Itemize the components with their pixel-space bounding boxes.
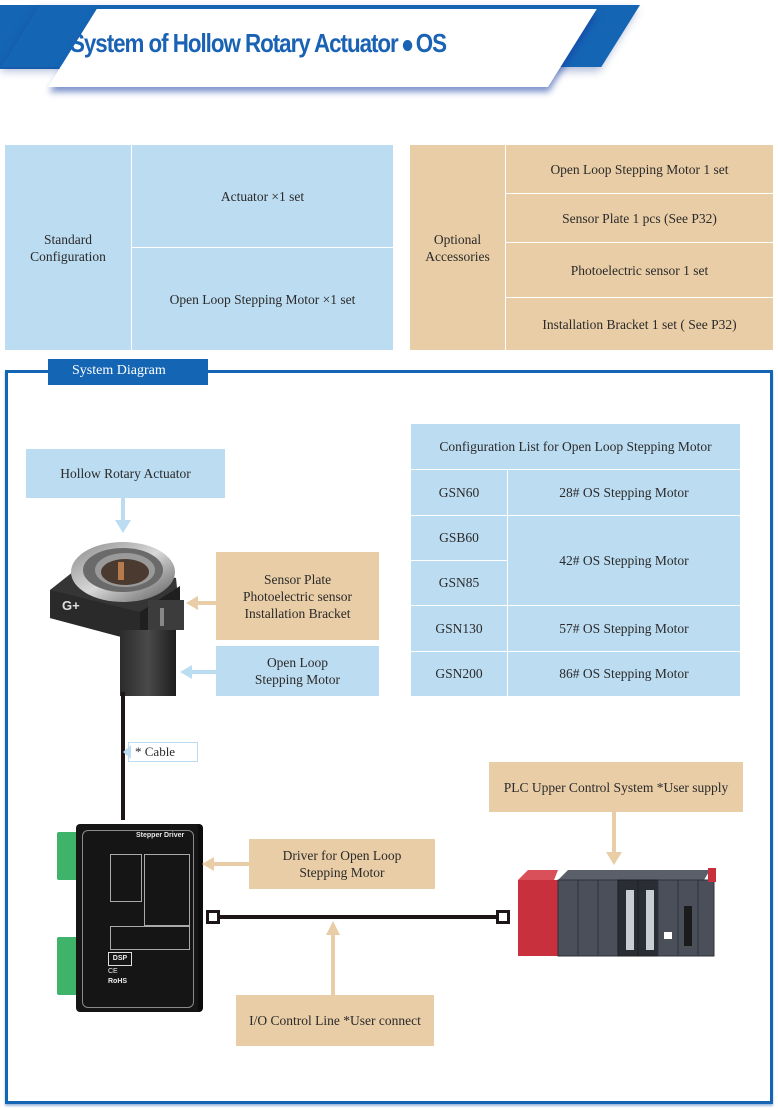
motor-config-model: GSB60 — [411, 516, 507, 560]
motor-config-motor: 86# OS Stepping Motor — [508, 652, 740, 696]
sensor-label-line: Photoelectric sensor — [242, 588, 353, 604]
motor-config-model: GSN60 — [411, 470, 507, 515]
optional-accessories-label: Optional Accessories — [410, 145, 505, 350]
motor-config-motor: 57# OS Stepping Motor — [508, 606, 740, 651]
driver-label-line: Stepping Motor — [299, 865, 385, 880]
page-title-suffix: OS — [415, 28, 447, 58]
optional-item: Photoelectric sensor 1 set — [506, 243, 773, 297]
sensor-accessories-label: Sensor Plate Photoelectric sensor Instal… — [216, 552, 379, 640]
motor-config-model: GSN130 — [411, 606, 507, 651]
switch-table-graphic — [110, 926, 190, 950]
io-control-line-label: I/O Control Line *User connect — [236, 995, 434, 1046]
sensor-arrow-icon — [186, 596, 218, 610]
driver-arrow-icon — [202, 857, 250, 871]
microstep-table-graphic — [144, 854, 190, 926]
io-connector-right-icon — [496, 910, 510, 924]
current-table-graphic — [110, 854, 142, 902]
plc-controller-image — [518, 868, 716, 957]
sensor-label-line: Sensor Plate — [263, 571, 332, 587]
motor-arrow-icon — [180, 665, 218, 679]
driver-motor-terminal — [57, 832, 80, 880]
actuator-label: Hollow Rotary Actuator — [26, 449, 225, 498]
bullet-dot-icon — [402, 39, 413, 51]
optional-accessories-table: Optional Accessories Open Loop Stepping … — [410, 145, 773, 350]
plc-arrow-icon — [606, 812, 622, 865]
io-control-line — [220, 915, 496, 919]
motor-config-model: GSN200 — [411, 652, 507, 696]
io-connector-left-icon — [206, 910, 220, 924]
hollow-rotary-actuator-image: G+ — [50, 542, 184, 696]
standard-item: Actuator ×1 set — [132, 145, 393, 247]
driver-panel-outline — [82, 830, 194, 1008]
cable-line — [121, 692, 125, 820]
stepper-driver-image: Stepper Driver DSP CE RoHS — [76, 824, 203, 1012]
plc-label: PLC Upper Control System *User supply — [489, 762, 743, 812]
driver-label: Driver for Open Loop Stepping Motor — [249, 839, 435, 889]
motor-config-title: Configuration List for Open Loop Steppin… — [411, 424, 740, 469]
ce-mark: CE — [108, 968, 118, 975]
system-diagram-tab: System Diagram — [48, 359, 208, 385]
motor-label-line: Open Loop — [266, 655, 329, 670]
page-title-text: System of Hollow Rotary Actuator — [70, 28, 399, 58]
io-arrow-icon — [326, 921, 340, 997]
motor-config-model: GSN85 — [411, 561, 507, 605]
system-diagram-frame — [5, 370, 773, 1104]
sensor-label-line: Installation Bracket — [244, 605, 351, 621]
standard-configuration-label: Standard Configuration — [5, 145, 131, 350]
motor-config-motor: 28# OS Stepping Motor — [508, 470, 740, 515]
stepping-motor-label: Open Loop Stepping Motor — [216, 646, 379, 696]
optional-item: Installation Bracket 1 set ( See P32) — [506, 298, 773, 350]
rohs-mark: RoHS — [108, 978, 128, 985]
actuator-arrow-icon — [115, 498, 131, 533]
page-title: System of Hollow Rotary Actuator OS — [70, 28, 447, 59]
optional-item: Sensor Plate 1 pcs (See P32) — [506, 194, 773, 242]
motor-config-motor: 42# OS Stepping Motor — [508, 516, 740, 605]
standard-item: Open Loop Stepping Motor ×1 set — [132, 248, 393, 350]
motor-config-table: Configuration List for Open Loop Steppin… — [411, 424, 740, 696]
cable-pointer-icon — [123, 745, 131, 759]
motor-label-line: Stepping Motor — [254, 672, 341, 687]
driver-label-line: Driver for Open Loop — [282, 848, 402, 863]
cable-label: * Cable — [128, 742, 198, 762]
optional-item: Open Loop Stepping Motor 1 set — [506, 145, 773, 193]
dsp-badge: DSP — [108, 952, 132, 966]
driver-panel-title: Stepper Driver — [136, 832, 185, 839]
standard-configuration-table: Standard Configuration Actuator ×1 set O… — [5, 145, 393, 350]
driver-signal-terminal — [57, 937, 80, 995]
brand-logo: G+ — [62, 598, 80, 613]
